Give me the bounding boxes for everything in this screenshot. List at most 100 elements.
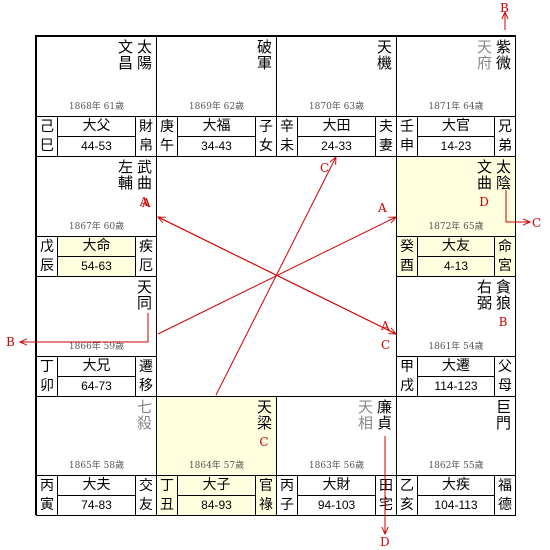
decade-age-range: 4-13 [443,259,469,273]
year-age: 1868年 61歲 [68,102,125,112]
transform-marker: B [498,315,508,329]
palace-name-char: 父 [498,358,512,375]
star-group: 貪狼 B 右弼 [475,279,512,329]
decade-age-range: 54-63 [81,259,112,273]
stem-branch: 丁卯 [37,357,58,396]
marker-center-c-lower: C [381,338,390,352]
palace-name-char: 移 [139,377,153,394]
arrow-left-b [20,313,149,342]
star-name: 文昌 [116,39,134,71]
palace-name-char: 女 [259,137,273,154]
marker-center-a-right: A [377,201,387,215]
year-age: 1865年 58歲 [68,461,125,471]
stem-branch-char: 戌 [400,377,414,394]
stem-branch-char: 子 [280,496,294,513]
star-name: 太陰 [494,159,512,191]
stem-branch: 己巳 [37,117,58,156]
stem-branch-char: 癸 [400,238,414,255]
decade-palace-name: 大遷 [418,357,494,377]
palace-name-char: 疾 [139,238,153,255]
year-age: 1864年 57歲 [188,461,245,471]
stem-branch-char: 丁 [40,358,54,375]
palace-name: 夫妻 [375,117,396,156]
palace-name: 疾厄 [135,237,156,276]
palace-name-char: 遷 [139,358,153,375]
star-name: 太陽 [135,39,153,71]
decade-palace-name: 大疾 [418,476,494,496]
stem-branch-char: 申 [400,137,414,154]
decade-age-range: 64-73 [81,379,112,393]
palace-name-char: 厄 [139,257,153,274]
decade-age-range: 84-93 [201,498,232,512]
stem-branch: 丁丑 [157,476,178,515]
palace-name-char: 宅 [379,496,393,513]
star-name: 巨門 [494,399,512,431]
decade-info: 大官 14-23 [418,117,494,156]
palace-name-char: 德 [498,496,512,513]
stem-branch-char: 壬 [400,118,414,135]
palace-name-char: 帛 [139,137,153,154]
year-age: 1861年 54歲 [428,342,484,352]
stem-branch: 辛未 [277,117,298,156]
decade-palace-name: 大兄 [58,357,135,377]
stem-branch-char: 酉 [400,257,414,274]
decade-age-range: 74-83 [81,498,112,512]
star-name: 廉貞 [375,399,393,431]
star-group: 破軍 [255,39,273,71]
star-name: 右弼 [475,279,493,311]
star-group: 紫微天府 [475,39,512,71]
decade-age-range: 104-113 [434,498,478,512]
palace-name-char: 兄 [498,118,512,135]
star-group: 七殺 [135,399,153,431]
marker-center-a-lower: A [380,319,390,333]
stem-branch-char: 甲 [400,358,414,375]
decade-age-range: 44-53 [81,139,112,153]
decade-age-range: 34-43 [201,139,232,153]
star-name: 武曲 [135,159,153,191]
decade-palace-name: 大命 [58,237,135,257]
palace-name: 交友 [135,476,156,515]
year-age: 1872年 65歲 [428,222,484,232]
stem-branch-char: 辛 [280,118,294,135]
stem-branch-char: 己 [40,118,54,135]
palace-name-char: 交 [139,477,153,494]
star-name: 天相 [356,399,374,431]
star-name: 天梁 [255,399,273,431]
marker-bottom-d: D [380,535,390,549]
year-age: 1862年 55歲 [428,461,484,471]
palace-name-char: 妻 [379,137,393,154]
palace-name-char: 官 [259,477,273,494]
stem-branch-char: 卯 [40,377,54,394]
arrow-right-c [505,190,530,222]
decade-palace-name: 大官 [418,117,494,137]
stem-branch-char: 午 [160,137,174,154]
star-name: 貪狼 [494,279,512,311]
palace-name: 命宮 [494,237,515,276]
decade-palace-name: 大財 [298,476,375,496]
year-age: 1870年 63歲 [308,102,365,112]
transform-marker: A [139,195,149,209]
stem-branch-char: 辰 [40,257,54,274]
arrow-to-wei [215,157,336,396]
stem-branch: 庚午 [157,117,178,156]
palace-name: 父母 [494,357,515,396]
stem-branch: 乙亥 [397,476,418,515]
decade-age-range: 14-23 [440,139,472,153]
stem-branch-char: 庚 [160,118,174,135]
palace-name-char: 福 [498,477,512,494]
palace-name: 兄弟 [494,117,515,156]
palace-footer: 乙亥大疾 104-113 福德 [397,475,515,515]
year-age: 1863年 56歲 [308,461,365,471]
